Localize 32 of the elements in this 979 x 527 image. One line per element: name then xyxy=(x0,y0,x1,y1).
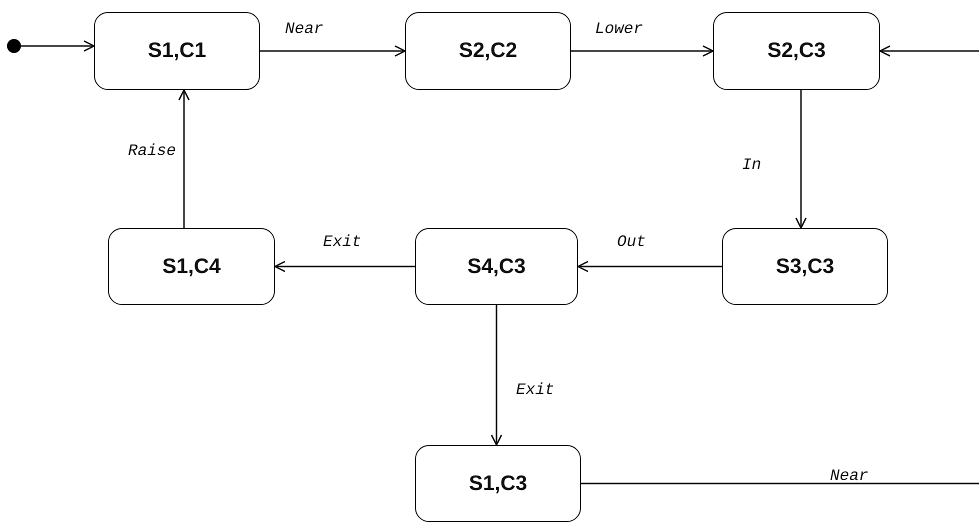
edge-label: Exit xyxy=(323,233,362,251)
edge-label: In xyxy=(742,156,762,174)
arrow xyxy=(21,40,95,52)
state-label: S1,C4 xyxy=(162,254,221,278)
edge-label: Near xyxy=(285,20,324,38)
state-label: S2,C3 xyxy=(767,39,826,63)
arrow xyxy=(274,260,415,272)
arrow xyxy=(490,305,502,446)
initial-state-dot xyxy=(7,39,21,53)
arrow xyxy=(879,45,979,57)
arrow xyxy=(795,90,807,229)
state-box xyxy=(415,445,581,522)
state-box xyxy=(415,228,578,305)
state-label: S3,C3 xyxy=(776,254,834,278)
arrow xyxy=(260,45,406,57)
state-box xyxy=(713,12,880,90)
edge-label: Exit xyxy=(516,381,554,399)
state-box xyxy=(722,228,888,305)
state-label: S4,C3 xyxy=(467,254,526,278)
state-box xyxy=(405,12,571,90)
edge-label: Out xyxy=(617,233,646,251)
edge-label: Lower xyxy=(595,20,644,38)
state-label: S2,C2 xyxy=(458,39,518,63)
arrow xyxy=(577,260,722,272)
edge-label: Raise xyxy=(128,142,176,160)
state-box xyxy=(108,228,275,305)
arrow xyxy=(178,89,190,228)
state-box xyxy=(94,12,260,90)
edge-label: Near xyxy=(830,467,868,485)
state-label: S1,C3 xyxy=(468,472,528,496)
arrow xyxy=(571,45,714,57)
state-label: S1,C1 xyxy=(148,39,206,63)
